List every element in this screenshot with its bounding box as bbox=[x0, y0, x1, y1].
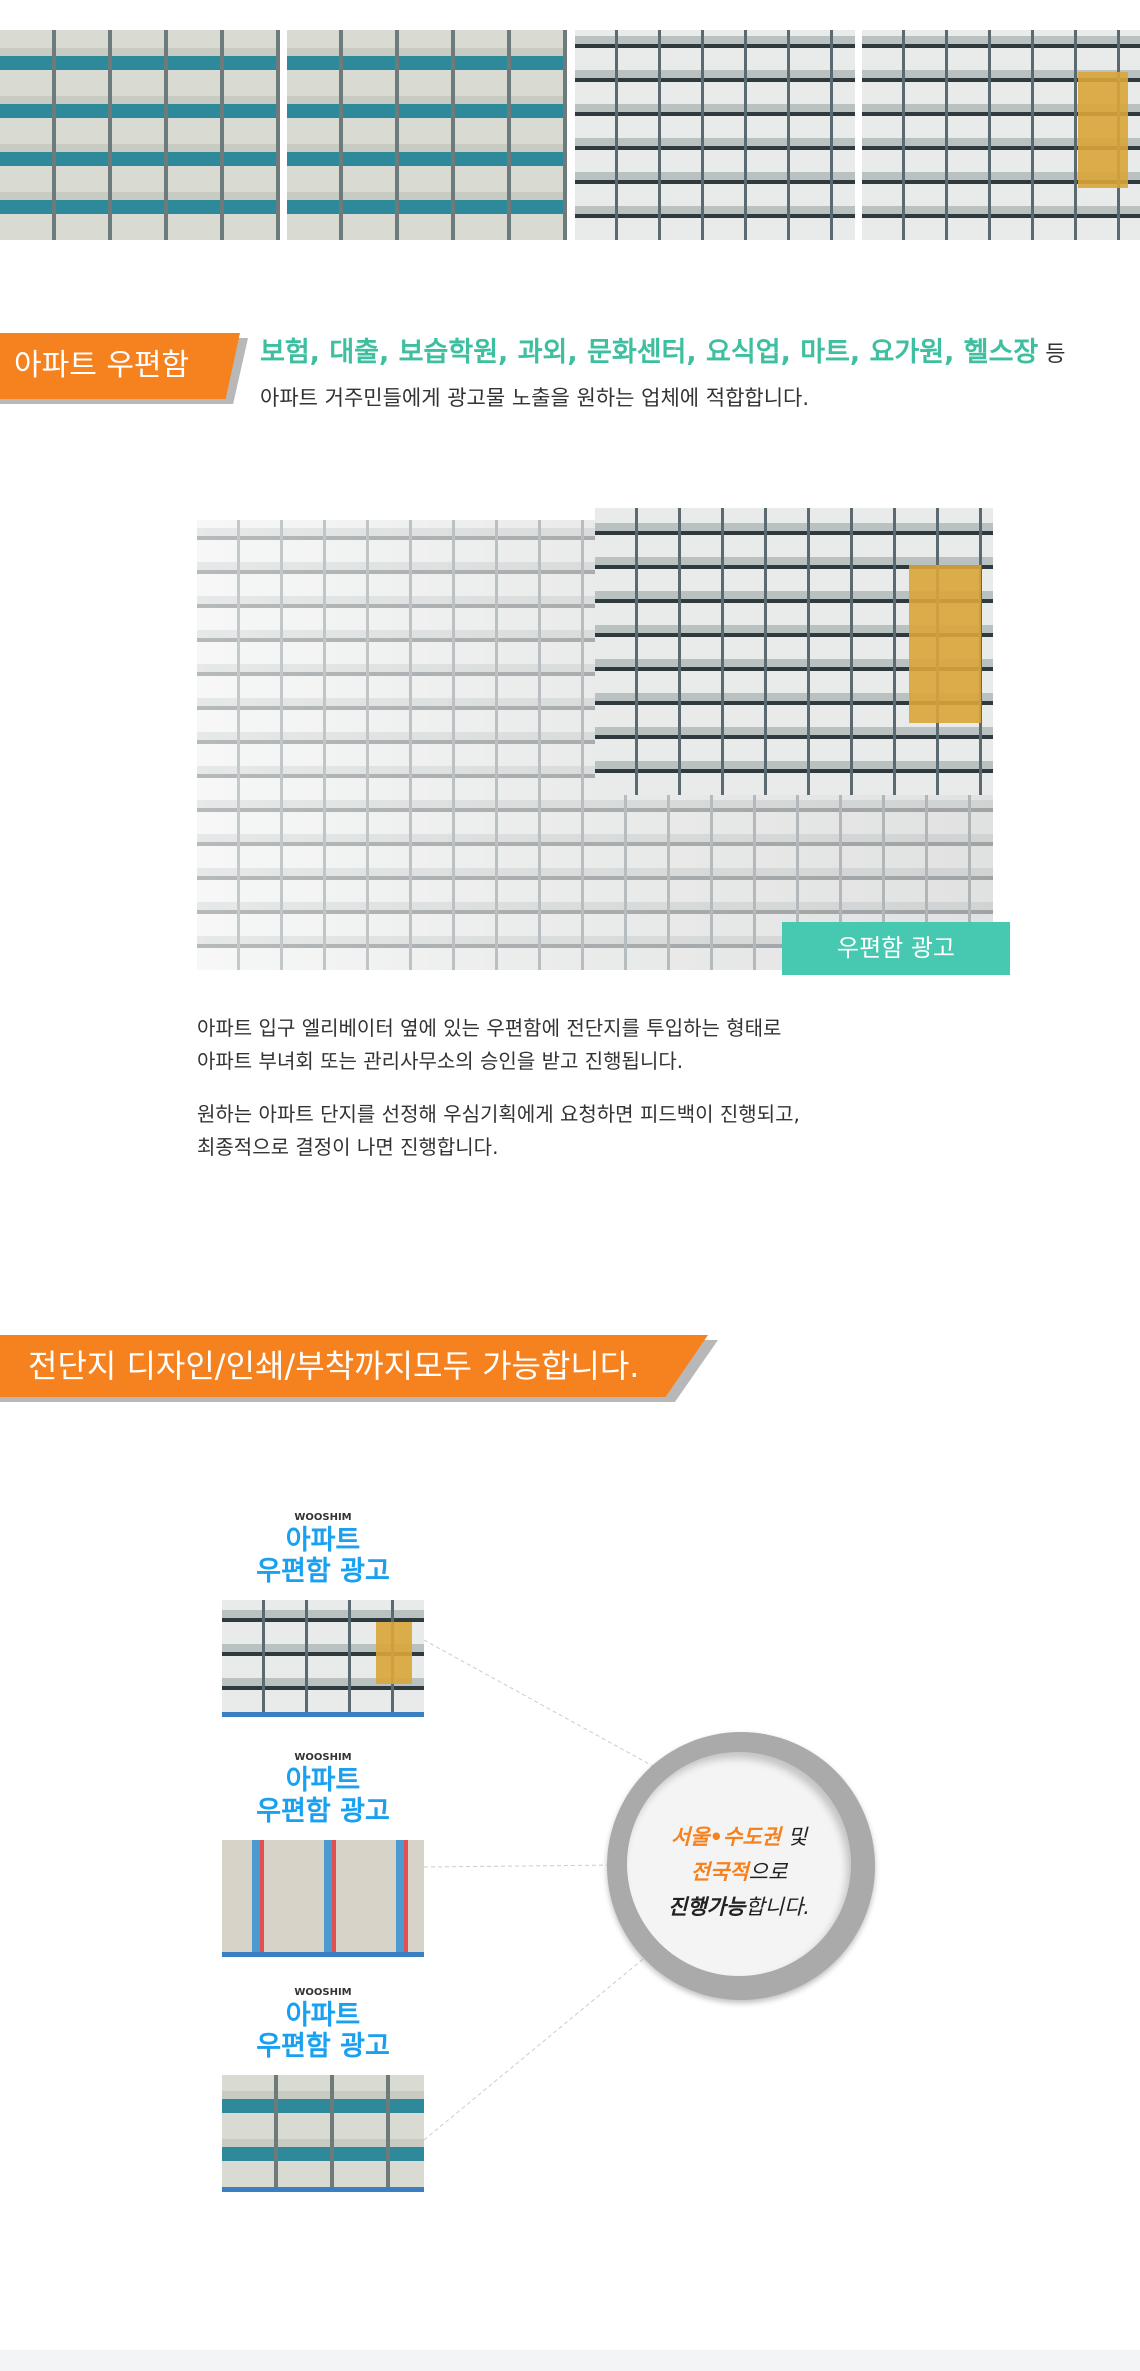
mailbox-photo-3 bbox=[575, 30, 855, 240]
connector-line bbox=[423, 1864, 621, 1868]
text-line: 아파트 부녀회 또는 관리사무소의 승인을 받고 진행됩니다. bbox=[197, 1049, 684, 1073]
section-badge-mailbox: 아파트 우편함 bbox=[0, 333, 240, 399]
description-paragraph-1: 아파트 입구 엘리베이터 옆에 있는 우편함에 전단지를 투입하는 형태로 아파… bbox=[197, 1012, 781, 1078]
industries-line: 보험, 대출, 보습학원, 과외, 문화센터, 요식업, 마트, 요가원, 헬스… bbox=[260, 330, 1066, 369]
footer-bar bbox=[0, 2350, 1140, 2371]
text-line: 최종적으로 결정이 나면 진행합니다. bbox=[197, 1135, 499, 1159]
image-label: 우편함 광고 bbox=[782, 922, 1010, 975]
connector-line bbox=[423, 1639, 661, 1771]
coverage-circle: 서울•수도권 및 전국적으로 진행가능합니다. bbox=[607, 1732, 875, 2000]
card-image bbox=[222, 1600, 424, 1717]
mailbox-photo-2 bbox=[287, 30, 567, 240]
wooshim-logo: WOOSHIM bbox=[294, 1512, 352, 1523]
card-image bbox=[222, 1840, 424, 1957]
mailbox-photo-4 bbox=[862, 30, 1140, 240]
section-badge-services: 전단지 디자인/인쇄/부착까지모두 가능합니다. bbox=[0, 1335, 708, 1397]
hero-inset-photo bbox=[595, 508, 993, 795]
industries-list: 보험, 대출, 보습학원, 과외, 문화센터, 요식업, 마트, 요가원, 헬스… bbox=[260, 337, 1039, 368]
wooshim-logo: WOOSHIM bbox=[294, 1752, 352, 1763]
circle-line-3: 진행가능합니다. bbox=[668, 1895, 810, 1919]
text-line: 아파트 입구 엘리베이터 옆에 있는 우편함에 전단지를 투입하는 형태로 bbox=[197, 1016, 782, 1040]
circle-line-2: 전국적으로 bbox=[690, 1860, 788, 1884]
text-line: 원하는 아파트 단지를 선정해 우심기획에게 요청하면 피드백이 진행되고, bbox=[197, 1102, 800, 1126]
hero-image bbox=[197, 508, 993, 970]
wooshim-logo: WOOSHIM bbox=[294, 1987, 352, 1998]
description-paragraph-2: 원하는 아파트 단지를 선정해 우심기획에게 요청하면 피드백이 진행되고, 최… bbox=[197, 1098, 800, 1164]
card-image bbox=[222, 2075, 424, 2192]
mailbox-photo-1 bbox=[0, 30, 280, 240]
section-subtitle: 아파트 거주민들에게 광고물 노출을 원하는 업체에 적합합니다. bbox=[260, 386, 810, 410]
circle-line-1: 서울•수도권 및 bbox=[670, 1825, 808, 1849]
industries-suffix: 등 bbox=[1038, 342, 1066, 367]
